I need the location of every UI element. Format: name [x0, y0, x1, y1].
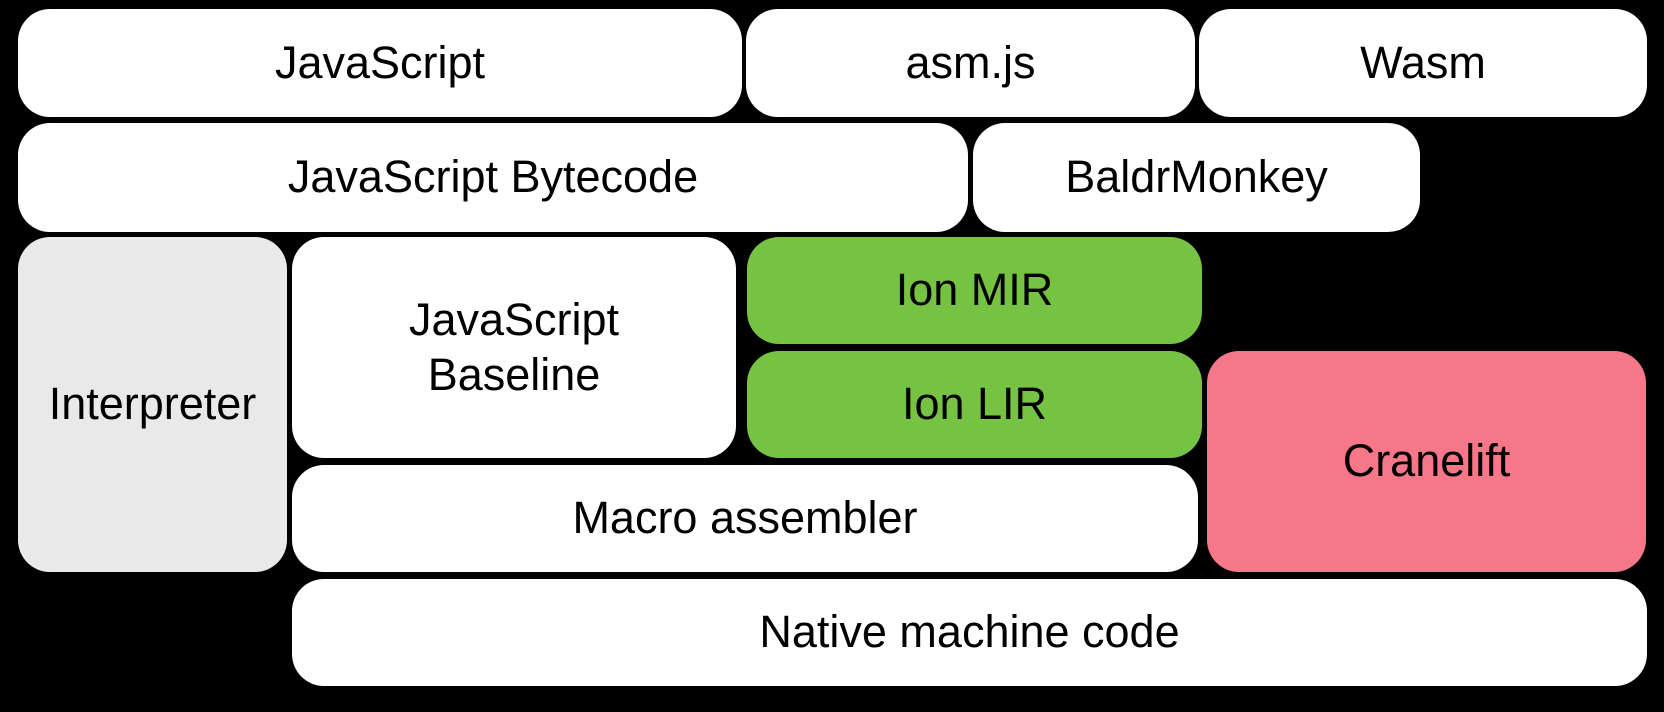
box-javascript: JavaScript: [18, 9, 742, 117]
box-baldrmonkey: BaldrMonkey: [973, 123, 1420, 232]
box-native-machine-code: Native machine code: [292, 579, 1647, 686]
box-ion-lir: Ion LIR: [747, 351, 1202, 458]
box-interpreter: Interpreter: [18, 237, 287, 572]
box-javascript-baseline: JavaScript Baseline: [292, 237, 736, 458]
box-javascript-bytecode: JavaScript Bytecode: [18, 123, 968, 232]
box-wasm: Wasm: [1199, 9, 1647, 117]
box-cranelift: Cranelift: [1207, 351, 1646, 572]
box-ion-mir: Ion MIR: [747, 237, 1202, 344]
box-asmjs: asm.js: [746, 9, 1195, 117]
box-macro-assembler: Macro assembler: [292, 465, 1198, 572]
